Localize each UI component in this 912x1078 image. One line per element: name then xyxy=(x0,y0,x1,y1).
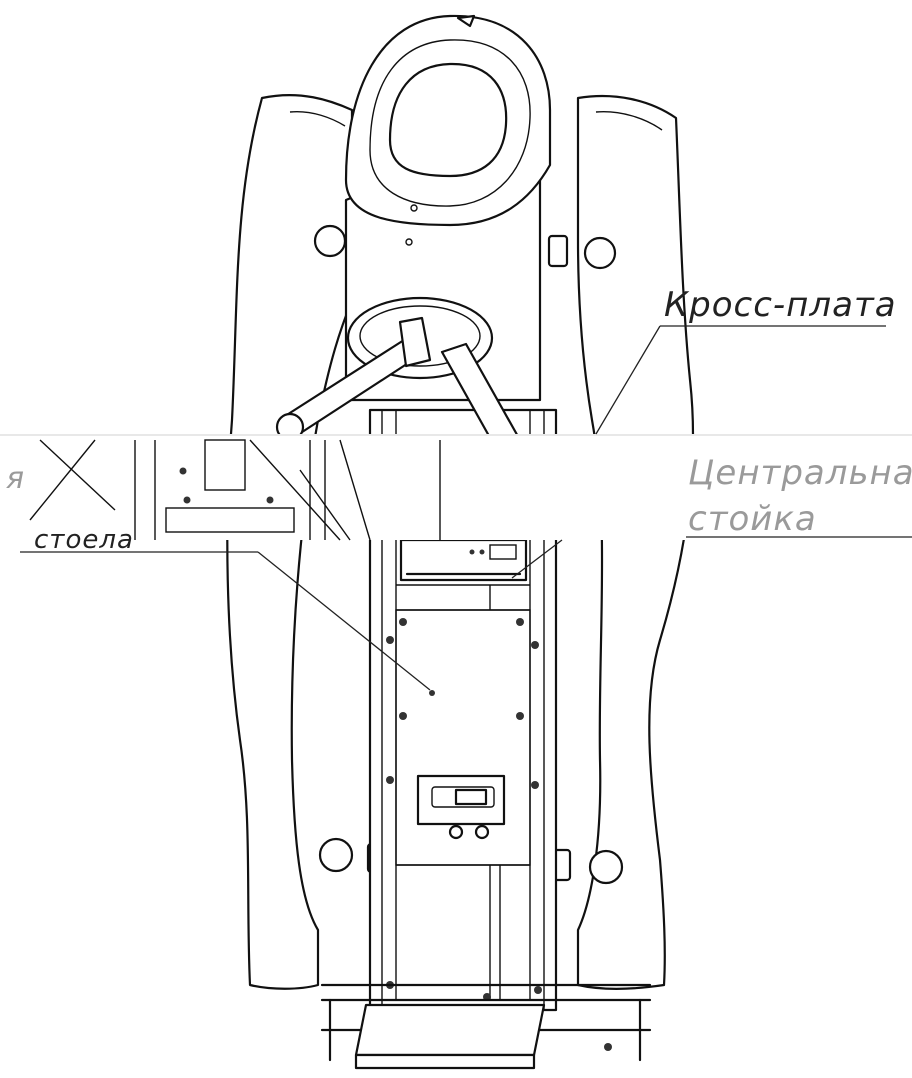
lock-mechanism xyxy=(416,774,506,840)
leader-lines xyxy=(20,325,912,691)
label-central-post-line2: стойка xyxy=(688,499,817,539)
left-panel-hole-top xyxy=(313,224,347,258)
label-left-fragment-1: я xyxy=(6,461,25,496)
cross-board xyxy=(399,538,528,582)
label-cross-board: Кросс-плата xyxy=(664,285,897,325)
left-panel-hole-bottom xyxy=(318,837,354,873)
right-panel-hole-bottom xyxy=(588,849,624,885)
left-side-panel xyxy=(226,94,354,990)
hinge-right-top xyxy=(547,234,569,268)
right-panel-hole-top xyxy=(583,236,617,270)
label-left-fragment-2: стоела xyxy=(34,525,134,555)
step-plate xyxy=(354,1003,546,1070)
label-central-post-line1: Центральная xyxy=(688,453,912,493)
inset-detail-strip xyxy=(0,434,912,541)
turnstile-arms xyxy=(275,316,522,454)
